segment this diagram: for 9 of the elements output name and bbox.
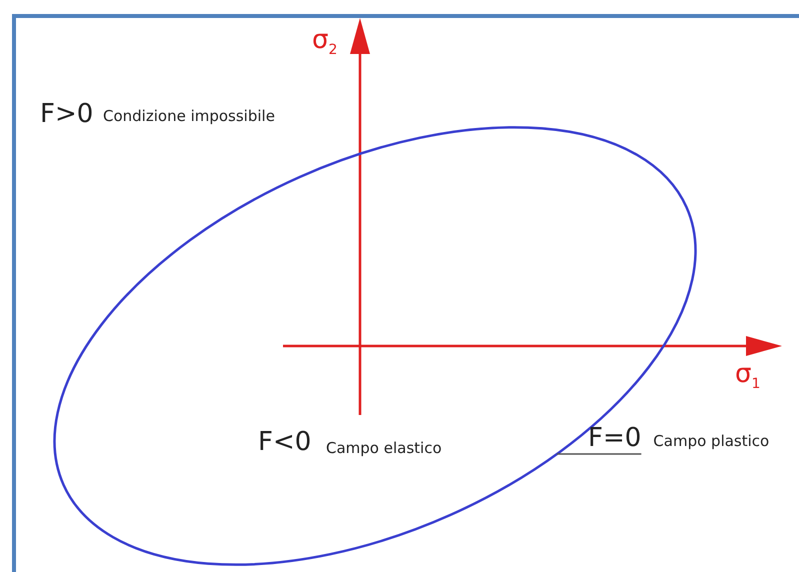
axis-label: σ$_{2}$	[312, 26, 338, 59]
region-description: Campo elastico	[326, 440, 442, 456]
condition-label: F>0	[40, 100, 94, 129]
axis-label: σ$_{1}$	[735, 360, 760, 393]
condition-label: F=0	[588, 423, 642, 453]
region-description: Condizione impossibile	[103, 108, 275, 124]
region-description: Campo plastico	[653, 432, 770, 450]
condition-label: F<0	[258, 428, 312, 457]
leader-line	[556, 453, 642, 455]
